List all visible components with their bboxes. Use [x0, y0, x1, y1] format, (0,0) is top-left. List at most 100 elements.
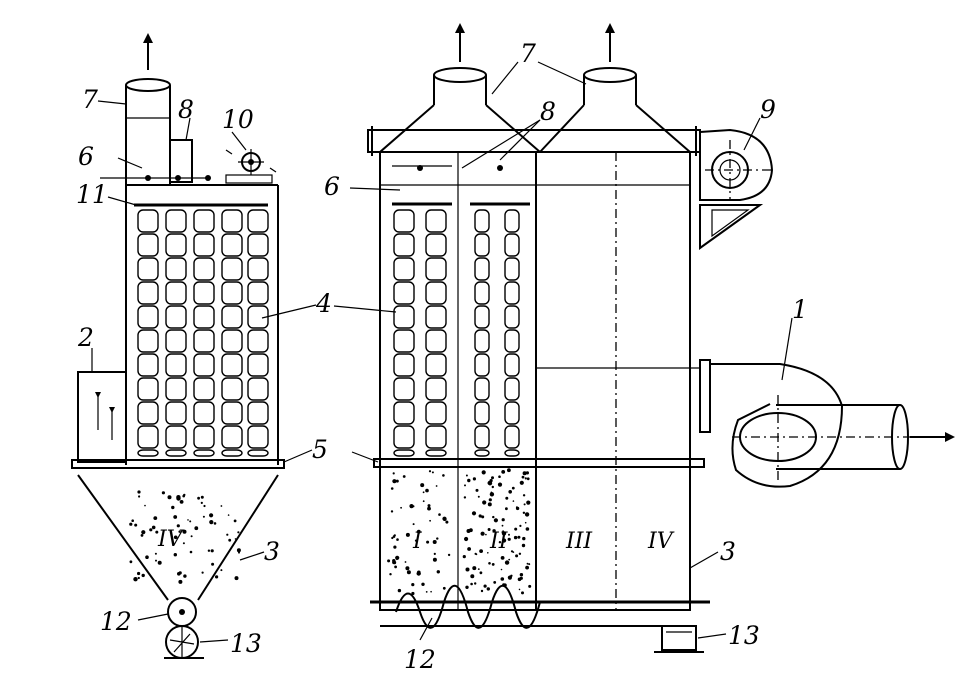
left-shaker-fan	[225, 149, 277, 184]
dust-particle	[498, 541, 502, 544]
dust-particle	[411, 583, 415, 587]
left-filter-bags	[137, 209, 269, 457]
left-rotary-lock	[164, 625, 204, 659]
right-screw-conveyor	[370, 584, 710, 629]
dust-particle	[137, 490, 141, 494]
dust-particle	[522, 511, 526, 514]
dust-particle	[515, 554, 519, 558]
dust-particle	[498, 475, 501, 479]
dust-particle	[137, 571, 141, 576]
dust-particle	[526, 500, 531, 505]
dust-particle	[493, 581, 497, 584]
dust-particle	[414, 539, 418, 542]
dust-particle	[510, 550, 514, 553]
label-6-left: 6	[78, 142, 94, 171]
dust-particle	[236, 548, 241, 553]
dust-particle	[500, 568, 503, 571]
dust-particle	[182, 494, 185, 498]
dust-particle	[479, 549, 483, 553]
dust-particle	[402, 475, 406, 478]
dust-particle	[475, 488, 479, 492]
dust-particle	[474, 582, 477, 585]
dust-particle	[500, 577, 505, 581]
label-1: 1	[792, 295, 808, 324]
dust-particle	[488, 562, 491, 565]
dust-particle	[470, 574, 475, 579]
dust-particle	[173, 553, 177, 557]
dust-particle	[467, 478, 471, 483]
dust-particle	[483, 584, 487, 588]
dust-particle	[477, 495, 480, 498]
dust-particle	[215, 575, 219, 579]
label-7-right: 7	[520, 39, 536, 68]
dust-particle	[197, 496, 201, 500]
filter-bag	[221, 209, 243, 457]
label-12-left: 12	[100, 607, 132, 636]
dust-particle	[442, 586, 446, 590]
dust-particle	[479, 571, 483, 575]
label-3-right: 3	[720, 537, 736, 566]
dust-particle	[492, 515, 495, 519]
dust-particle	[504, 560, 510, 565]
dust-particle	[467, 547, 471, 551]
dust-particle	[472, 477, 476, 481]
dust-particle	[203, 504, 206, 508]
dust-particle	[502, 538, 507, 543]
right-tube-sheet	[373, 458, 705, 468]
dust-particle	[462, 555, 466, 559]
dust-particle	[220, 569, 223, 572]
dust-particle	[528, 563, 531, 566]
dust-particle	[481, 470, 486, 475]
dust-particle	[526, 477, 530, 481]
dust-particle	[173, 535, 178, 540]
dust-particle	[521, 475, 525, 479]
dust-particle	[525, 527, 530, 531]
dust-particle	[525, 565, 529, 570]
label-4-left: 4	[315, 289, 332, 318]
dust-particle	[420, 483, 425, 488]
dust-particle	[489, 479, 493, 483]
left-hopper-dust	[129, 490, 241, 584]
dust-particle	[202, 515, 205, 518]
dust-particle	[474, 552, 477, 555]
dust-particle	[406, 570, 411, 575]
dust-particle	[182, 529, 187, 534]
dust-particle	[492, 529, 496, 533]
label-5: 5	[312, 435, 328, 464]
filter-bag	[193, 209, 215, 457]
dust-particle	[517, 535, 521, 539]
dust-particle	[179, 500, 184, 504]
label-6-right: 6	[324, 172, 340, 201]
dust-particle	[189, 550, 193, 554]
dust-particle	[227, 514, 230, 516]
dust-particle	[395, 555, 400, 560]
dust-particle	[207, 549, 211, 552]
right-filter-bags	[393, 209, 520, 457]
dust-particle	[514, 527, 518, 531]
dust-particle	[138, 495, 141, 498]
dust-particle	[394, 565, 397, 569]
label-7-left: 7	[82, 85, 98, 114]
dust-particle	[422, 491, 425, 494]
dust-particle	[426, 540, 430, 544]
dust-particle	[149, 528, 153, 532]
dust-particle	[134, 523, 138, 527]
dust-particle	[404, 561, 407, 563]
dust-particle	[422, 500, 425, 503]
dust-particle	[155, 559, 157, 562]
dust-particle	[501, 470, 506, 474]
label-9: 9	[760, 95, 776, 124]
left-inlet-box	[77, 371, 127, 463]
right-outlet-hoods	[379, 23, 691, 153]
dust-particle	[491, 485, 494, 489]
dust-particle	[141, 573, 145, 578]
dust-particle	[405, 566, 410, 571]
dust-particle	[173, 515, 178, 519]
label-8-right: 8	[540, 97, 556, 126]
dust-particle	[507, 468, 511, 473]
dust-particle	[432, 557, 437, 562]
dust-particle	[238, 551, 240, 554]
dust-particle	[392, 535, 396, 538]
dust-particle	[429, 519, 431, 522]
dust-particle	[524, 521, 527, 524]
